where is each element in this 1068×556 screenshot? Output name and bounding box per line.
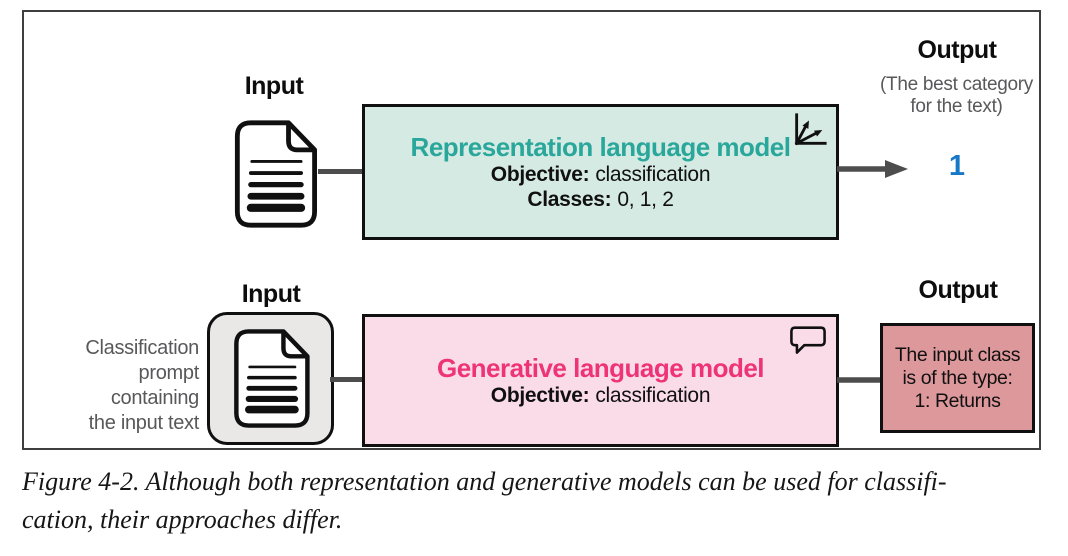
connector-line-top [318, 169, 364, 174]
output-label-bottom: Output [918, 276, 998, 304]
generative-output-line: The input class [894, 343, 1021, 366]
objective-line: Objective:classification [490, 383, 711, 408]
objective-value: classification [595, 384, 711, 407]
prompt-annotation-line: Classification [85, 337, 199, 359]
objective-label: Objective: [490, 163, 590, 186]
prompt-annotation-line: prompt [138, 362, 200, 384]
output-label-top: Output [917, 36, 997, 64]
figure-caption: Figure 4-2. Although both representation… [22, 463, 1032, 539]
input-label-bottom: Input [241, 280, 301, 308]
vector-axes-icon [794, 113, 827, 146]
objective-line: Objective:classification [490, 162, 711, 187]
output-description: (The best category for the text) [864, 74, 1049, 118]
figure-caption-line2: cation, their approaches differ. [22, 505, 343, 534]
generative-model-box: Generative language model Objective:clas… [362, 314, 839, 447]
prompt-document-icon [234, 329, 310, 428]
figure-caption-line1: Figure 4-2. Although both representation… [22, 467, 947, 496]
arrow-top [837, 160, 908, 178]
speech-bubble-icon [790, 326, 826, 354]
output-class-value: 1 [948, 150, 966, 182]
diagram-frame: Input Representation language model Obje… [22, 10, 1041, 450]
representation-model-title: Representation language model [410, 132, 791, 162]
output-description-line2: for the text) [910, 96, 1003, 117]
classes-label: Classes: [527, 188, 612, 211]
document-icon [234, 120, 317, 228]
output-description-line1: (The best category [879, 74, 1033, 95]
representation-model-box: Representation language model Objective:… [362, 104, 839, 240]
generative-output-line: 1: Returns [914, 389, 1001, 412]
objective-value: classification [595, 163, 711, 186]
prompt-annotation-line: containing [110, 387, 199, 409]
input-label-top: Input [244, 72, 304, 100]
prompt-annotation-line: the input text [88, 412, 200, 434]
connector-line-bottom [330, 377, 364, 382]
classes-line: Classes:0, 1, 2 [527, 187, 674, 212]
generative-output-line: is of the type: [902, 366, 1013, 389]
objective-label: Objective: [490, 384, 590, 407]
classes-value: 0, 1, 2 [617, 188, 674, 211]
prompt-annotation: Classification prompt containing the inp… [52, 336, 199, 436]
generative-output-box: The input class is of the type: 1: Retur… [880, 323, 1035, 433]
generative-model-title: Generative language model [436, 353, 765, 383]
